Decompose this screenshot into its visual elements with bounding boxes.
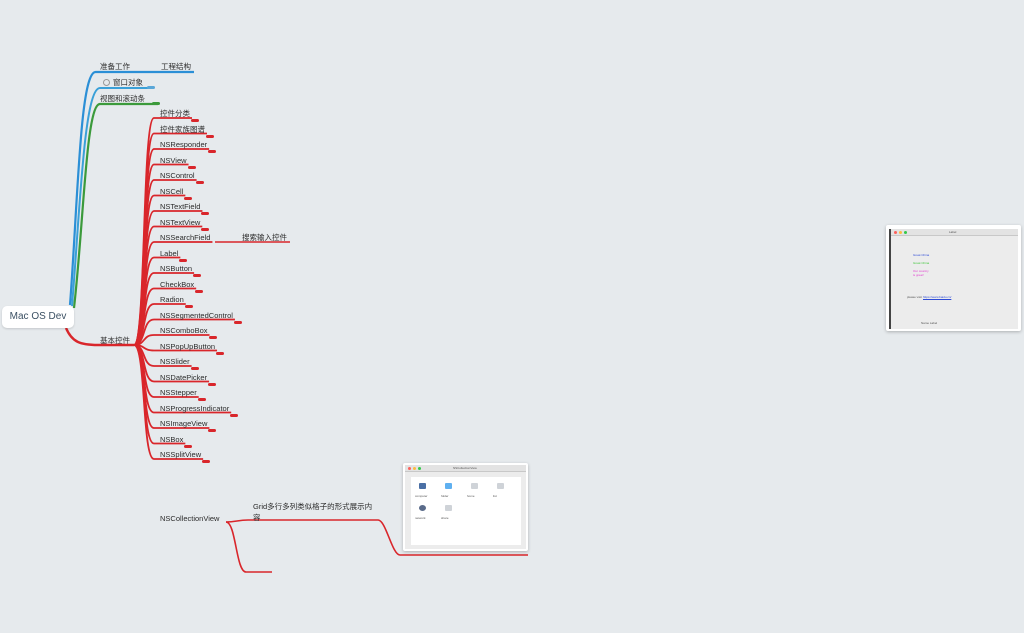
collapse-badge-17[interactable] bbox=[208, 382, 217, 386]
minimize-icon bbox=[899, 230, 902, 234]
zoom-icon bbox=[418, 466, 421, 470]
control-node-11[interactable]: CheckBox bbox=[160, 279, 195, 289]
collapse-badge-5[interactable] bbox=[184, 196, 193, 200]
collection-window-titlebar: NSCollectionView bbox=[405, 465, 526, 472]
close-icon bbox=[408, 466, 411, 470]
collection-item-label: list bbox=[493, 494, 497, 498]
control-node-12[interactable]: Radion bbox=[160, 295, 184, 304]
collapse-badge-9[interactable] bbox=[179, 258, 188, 262]
branch-prepare[interactable]: 准备工作 bbox=[100, 62, 130, 71]
collection-item-label: share bbox=[441, 516, 449, 520]
link-collection-empty bbox=[225, 521, 272, 573]
collection-view-node[interactable]: NSCollectionView bbox=[160, 514, 220, 523]
link-control-22 bbox=[133, 344, 204, 460]
circle-icon bbox=[103, 79, 110, 86]
collection-item-label: home bbox=[467, 494, 475, 498]
control-node-18[interactable]: NSStepper bbox=[160, 388, 197, 397]
link-b4 bbox=[64, 327, 134, 347]
collapse-badge-21[interactable] bbox=[184, 444, 193, 448]
list-icon[interactable] bbox=[497, 483, 504, 489]
label-line-2: Great China bbox=[913, 261, 930, 265]
network-icon[interactable] bbox=[419, 505, 426, 511]
control-node-4[interactable]: NSControl bbox=[160, 171, 195, 180]
control-node-19[interactable]: NSProgressIndicator bbox=[160, 403, 230, 413]
close-icon bbox=[894, 230, 897, 234]
control-node-13[interactable]: NSSegmentedControl bbox=[160, 310, 233, 320]
control-node-2[interactable]: NSResponder bbox=[160, 140, 208, 149]
branch-window[interactable]: 窗口对象 bbox=[103, 78, 143, 87]
label-link[interactable]: https://www.baidu.cn/ bbox=[923, 295, 952, 299]
control-node-10[interactable]: NSButton bbox=[160, 264, 193, 273]
link-collection-note bbox=[225, 519, 528, 556]
control-node-1[interactable]: 控件家族图谱 bbox=[160, 124, 205, 134]
collapse-badge-13[interactable] bbox=[233, 320, 242, 324]
label-line-3b: is great! bbox=[913, 273, 924, 277]
branch-views[interactable]: 视图和滚动条 bbox=[100, 94, 145, 103]
home-icon[interactable] bbox=[471, 483, 478, 489]
root-node[interactable]: Mac OS Dev bbox=[2, 306, 74, 328]
collection-window-image[interactable]: NSCollectionView computer folder home list n… bbox=[403, 463, 528, 551]
folder-icon[interactable] bbox=[445, 483, 452, 489]
collection-item-label: folder bbox=[441, 494, 449, 498]
collapse-badge-1[interactable] bbox=[205, 134, 214, 138]
branch-window-badge bbox=[147, 86, 155, 89]
control-node-5[interactable]: NSCell bbox=[160, 186, 184, 196]
zoom-icon bbox=[904, 230, 907, 234]
collapse-badge-16[interactable] bbox=[190, 367, 199, 370]
control-node-8[interactable]: NSSearchField bbox=[160, 233, 211, 242]
collapse-badge-11[interactable] bbox=[195, 289, 204, 293]
control-node-3[interactable]: NSView bbox=[160, 155, 187, 165]
minimize-icon bbox=[413, 466, 416, 470]
link-b3 bbox=[72, 102, 158, 309]
control-node-0[interactable]: 控件分类 bbox=[160, 109, 190, 118]
control-node-22[interactable]: NSSplitView bbox=[160, 450, 202, 459]
label-window-titlebar: Label bbox=[891, 229, 1018, 236]
collapse-badge-19[interactable] bbox=[230, 413, 239, 417]
search-input-control[interactable]: 搜索输入控件 bbox=[242, 233, 287, 242]
collapse-badge-22[interactable] bbox=[202, 460, 211, 463]
collection-item-label: network bbox=[415, 516, 426, 520]
control-node-15[interactable]: NSPopUpButton bbox=[160, 341, 216, 351]
branch-basic-controls[interactable]: 基本控件 bbox=[100, 336, 130, 345]
collapse-badge-4[interactable] bbox=[195, 181, 204, 184]
collapse-badge-12[interactable] bbox=[184, 305, 193, 308]
label-line-3a: Our country bbox=[913, 269, 929, 273]
label-line-1: Great China bbox=[913, 253, 930, 257]
collapse-badge-15[interactable] bbox=[216, 351, 225, 355]
label-link-prefix: please visit bbox=[907, 295, 922, 299]
control-node-17[interactable]: NSDatePicker bbox=[160, 372, 208, 382]
branch-window-label: 窗口对象 bbox=[113, 78, 143, 87]
collapse-badge-6[interactable] bbox=[201, 212, 210, 215]
collection-window-title: NSCollectionView bbox=[453, 466, 477, 470]
branch-project-structure[interactable]: 工程结构 bbox=[161, 62, 191, 71]
control-node-9[interactable]: Label bbox=[160, 248, 179, 258]
share-icon[interactable] bbox=[445, 505, 452, 511]
collapse-badge-2[interactable] bbox=[208, 150, 217, 153]
control-node-20[interactable]: NSImageView bbox=[160, 419, 208, 428]
link-b1 bbox=[68, 70, 194, 306]
computer-icon[interactable] bbox=[419, 483, 426, 489]
control-node-16[interactable]: NSSlider bbox=[160, 357, 190, 366]
label-window-image[interactable]: Label Great China Great China Our countr… bbox=[886, 225, 1021, 331]
collapse-badge-18[interactable] bbox=[197, 398, 206, 401]
collapse-badge-10[interactable] bbox=[193, 274, 202, 277]
collapse-badge-3[interactable] bbox=[187, 165, 196, 169]
collapse-badge-7[interactable] bbox=[201, 227, 210, 231]
control-node-7[interactable]: NSTextView bbox=[160, 217, 201, 227]
collection-grid: computer folder home list network share bbox=[411, 477, 521, 545]
label-footer: Name Label bbox=[921, 321, 938, 325]
control-node-14[interactable]: NSComboBox bbox=[160, 326, 208, 335]
link-b2 bbox=[71, 87, 150, 307]
control-node-21[interactable]: NSBox bbox=[160, 434, 184, 444]
collapse-badge-0[interactable] bbox=[190, 119, 199, 122]
control-node-6[interactable]: NSTextField bbox=[160, 202, 201, 211]
collapse-badge-14[interactable] bbox=[208, 336, 217, 339]
label-window-title: Label bbox=[949, 230, 957, 234]
collapse-badge-20[interactable] bbox=[208, 429, 217, 432]
branch-views-badge bbox=[152, 102, 160, 105]
collection-item-label: computer bbox=[415, 494, 428, 498]
collection-note[interactable]: Grid多行多列类似格子的形式展示内容 bbox=[253, 502, 373, 522]
